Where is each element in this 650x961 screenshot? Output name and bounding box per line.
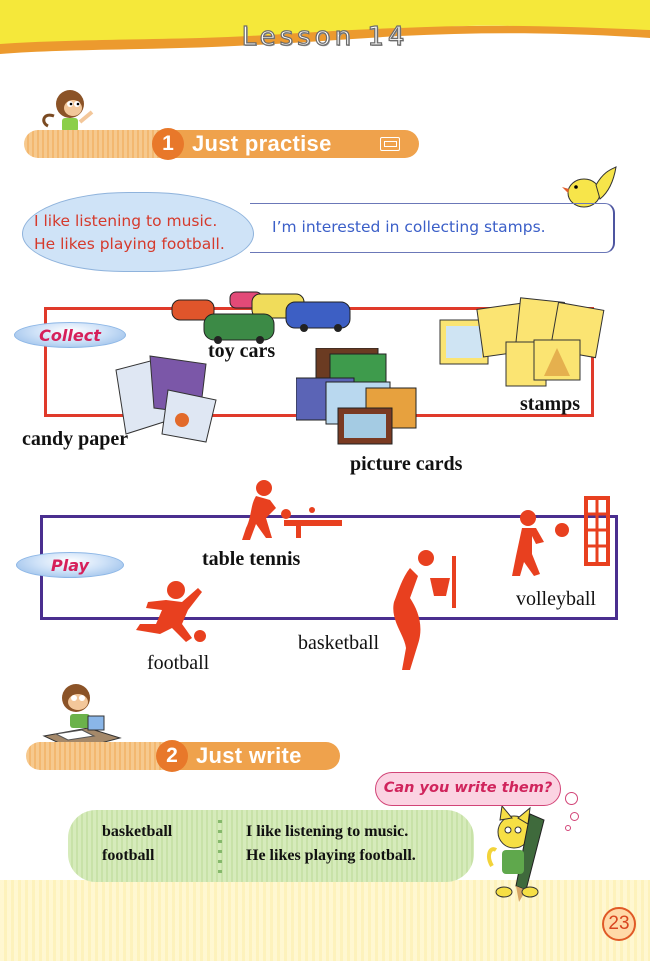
- football-player-icon: [136, 581, 206, 642]
- cloud-line: I like listening to music.: [34, 212, 218, 230]
- label-candy-paper: candy paper: [22, 428, 129, 450]
- page-number: 23: [602, 907, 636, 941]
- cloud-line: He likes playing football.: [34, 235, 225, 253]
- write-words: basketball football: [102, 820, 172, 868]
- section-title: Just write: [196, 743, 302, 768]
- play-tag: Play: [16, 552, 124, 578]
- section-number: 2: [156, 740, 188, 772]
- section-number: 1: [152, 128, 184, 160]
- write-word: basketball: [102, 823, 173, 840]
- tape-recorder-icon[interactable]: [380, 137, 400, 151]
- stamps-icon: [439, 297, 605, 387]
- write-sentences: I like listening to music. He likes play…: [246, 820, 416, 868]
- sentence-cloud: [22, 192, 254, 272]
- toy-cars-icon: [171, 291, 351, 344]
- label-stamps: stamps: [520, 393, 581, 415]
- thought-bubble-dot: [565, 792, 578, 805]
- label-volleyball: volleyball: [516, 588, 596, 610]
- picture-cards-icon: [296, 348, 417, 445]
- lesson-title: Lesson 14: [241, 21, 409, 52]
- write-sentence: He likes playing football.: [246, 847, 416, 864]
- label-table-tennis: table tennis: [202, 548, 301, 570]
- write-box: [68, 810, 474, 882]
- dotted-divider: [218, 820, 222, 876]
- cloud-sentences: I like listening to music. He likes play…: [34, 210, 254, 256]
- top-banner: [0, 0, 650, 54]
- bottom-band: [0, 880, 650, 961]
- table-tennis-player-icon: [242, 480, 342, 540]
- section-1-header: 1 Just practise: [24, 128, 419, 160]
- thought-bubble-dot: [570, 812, 579, 821]
- thought-bubble: Can you write them?: [375, 772, 561, 806]
- write-word: football: [102, 847, 155, 864]
- collect-tag: Collect: [14, 322, 126, 348]
- basketball-player-icon: [393, 550, 456, 670]
- label-basketball: basketball: [298, 632, 380, 654]
- ribbon-sentence: I’m interested in collecting stamps.: [272, 218, 546, 236]
- bird-icon: [562, 166, 617, 208]
- label-toy-cars: toy cars: [208, 340, 276, 362]
- volleyball-player-icon: [512, 496, 610, 576]
- thought-bubble-dot: [565, 825, 571, 831]
- candy-paper-icon: [115, 355, 217, 443]
- section-title: Just practise: [192, 131, 332, 156]
- label-football: football: [147, 652, 210, 674]
- write-sentence: I like listening to music.: [246, 823, 409, 840]
- sentence-ribbon: [250, 203, 615, 253]
- label-picture-cards: picture cards: [350, 453, 463, 475]
- cat-with-pencil-icon: [487, 806, 545, 902]
- section-2-header: 2 Just write: [26, 740, 340, 772]
